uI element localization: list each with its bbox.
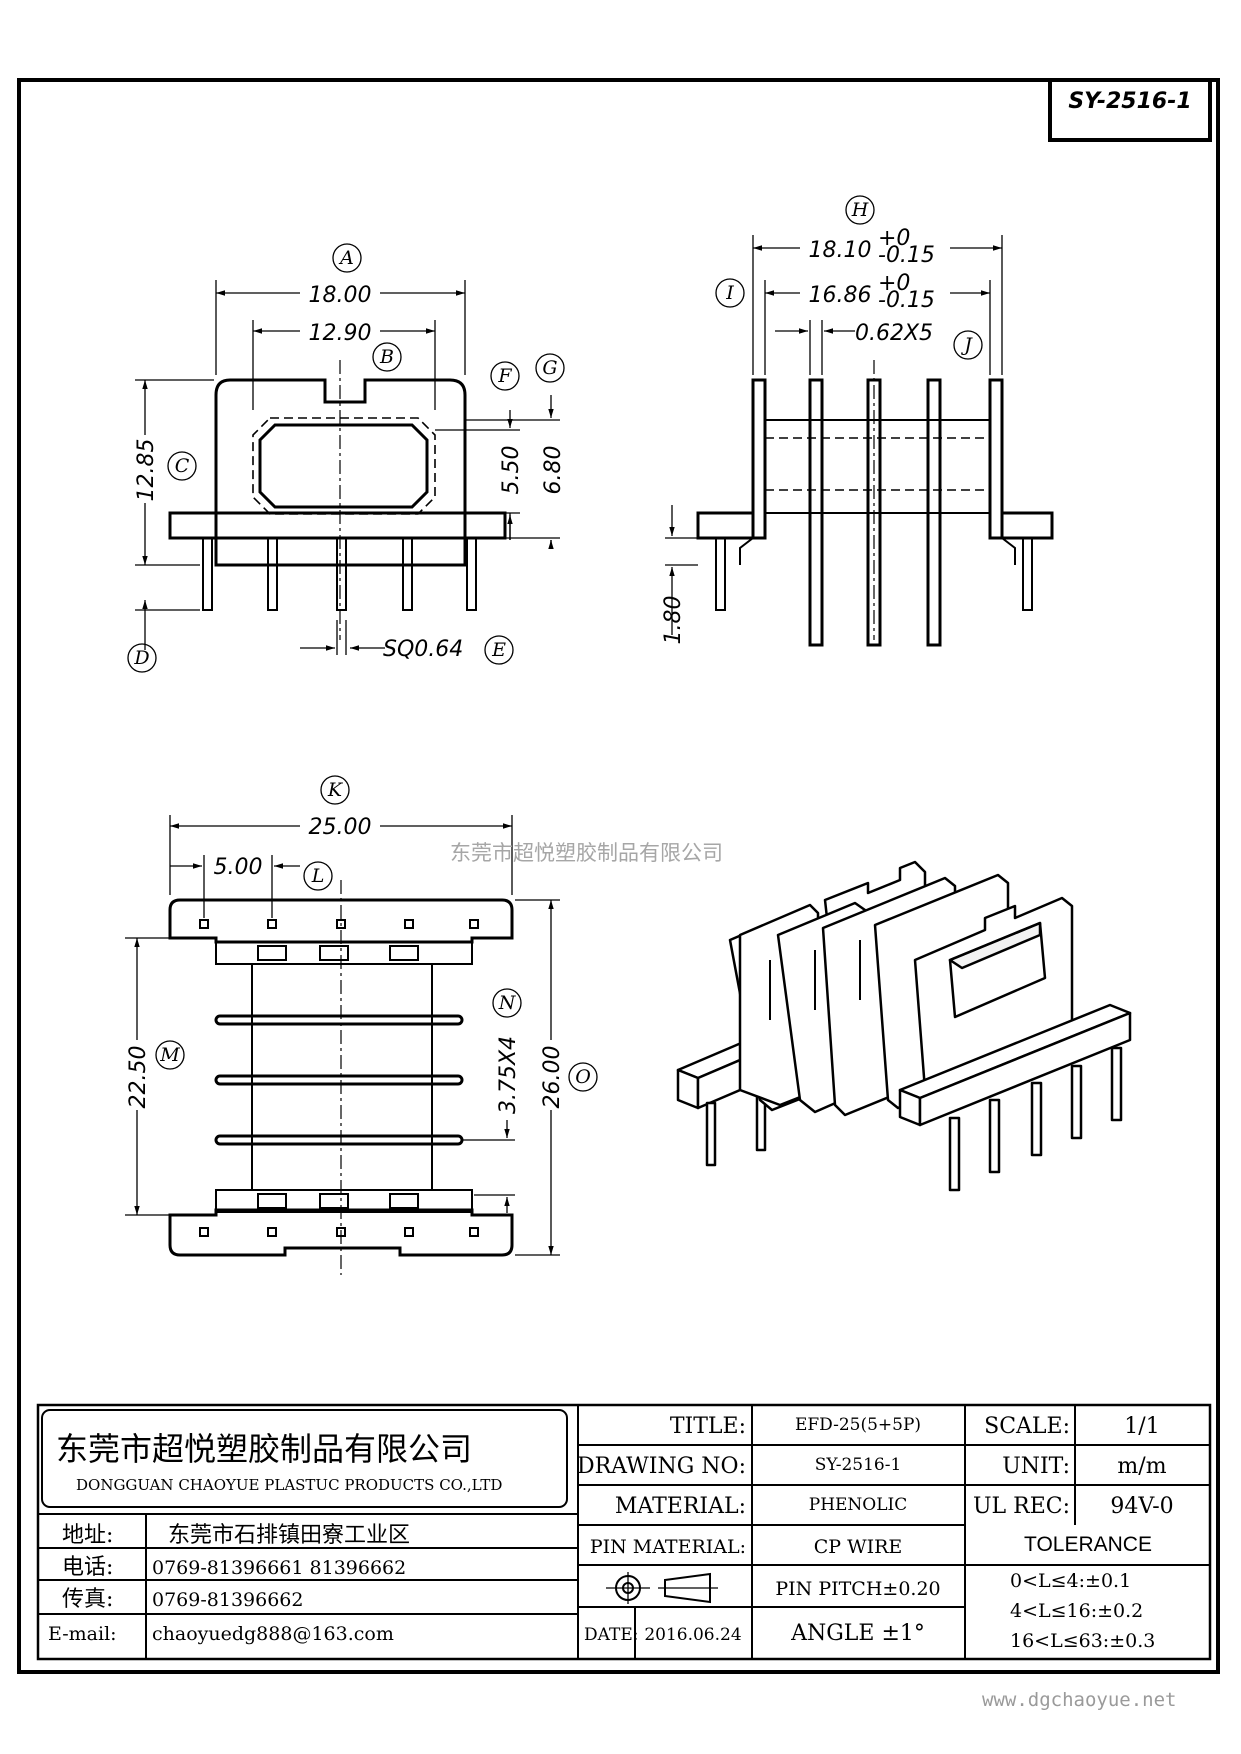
ul-label: UL REC: bbox=[973, 1494, 1070, 1519]
tolerance-row-3: 16<L≤63:±0.3 bbox=[1010, 1630, 1155, 1652]
unit-label: UNIT: bbox=[1002, 1454, 1070, 1479]
email-label: E-mail: bbox=[48, 1623, 117, 1645]
angle: ANGLE ±1° bbox=[790, 1621, 925, 1646]
svg-text:G: G bbox=[542, 357, 557, 379]
balloon-E: E bbox=[484, 635, 514, 665]
svg-text:M: M bbox=[159, 1044, 180, 1066]
svg-text:E: E bbox=[491, 639, 506, 661]
balloon-N: N bbox=[492, 988, 522, 1018]
title-value: EFD-25(5+5P) bbox=[795, 1415, 921, 1435]
pin-material-label: PIN MATERIAL: bbox=[590, 1536, 746, 1558]
unit-value: m/m bbox=[1117, 1454, 1166, 1479]
address-label: 地址: bbox=[62, 1523, 113, 1548]
material-label: MATERIAL: bbox=[615, 1494, 746, 1519]
balloon-F: F bbox=[490, 361, 520, 391]
dim-H-value: 18.10 bbox=[809, 238, 872, 263]
balloon-G: G bbox=[535, 353, 565, 383]
drawing-no-label: DRAWING NO: bbox=[577, 1454, 746, 1479]
svg-text:F: F bbox=[497, 365, 512, 387]
dim-J-value: 0.62X5 bbox=[855, 321, 933, 346]
sheet-border bbox=[17, 78, 1220, 1674]
svg-text:J: J bbox=[960, 334, 973, 356]
side-view: 18.10 +0 -0.15 H 16.86 +0 -0.15 I 0.62X5… bbox=[661, 195, 1054, 647]
dim-I-tol-lower: -0.15 bbox=[878, 288, 935, 313]
balloon-J: J bbox=[953, 330, 983, 360]
phone-label: 电话: bbox=[62, 1555, 113, 1580]
dim-I-value: 16.86 bbox=[809, 283, 872, 308]
svg-text:O: O bbox=[575, 1066, 591, 1088]
dim-A-value: 18.00 bbox=[309, 283, 372, 308]
date-value: 2016.06.24 bbox=[644, 1625, 741, 1645]
svg-text:D: D bbox=[133, 647, 149, 669]
drawing-id-box: SY-2516-1 bbox=[1048, 78, 1212, 142]
email-value: chaoyuedg888@163.com bbox=[152, 1623, 394, 1645]
drawing-id: SY-2516-1 bbox=[1068, 89, 1191, 114]
dim-K-value: 25.00 bbox=[309, 815, 372, 840]
balloon-M: M bbox=[155, 1040, 185, 1070]
phone-value: 0769-81396661 81396662 bbox=[152, 1557, 406, 1579]
balloon-L: L bbox=[303, 861, 333, 891]
svg-text:C: C bbox=[175, 455, 190, 477]
bottom-view: 25.00 K 5.00 L 22.50 M 3.75X4 bbox=[123, 775, 598, 1275]
svg-text:K: K bbox=[327, 779, 344, 801]
title-block: 东莞市超悦塑胶制品有限公司 DONGGUAN CHAOYUE PLASTUC P… bbox=[36, 1403, 1212, 1661]
material-value: PHENOLIC bbox=[809, 1495, 908, 1515]
third-angle-projection-icon bbox=[606, 1572, 718, 1604]
dim-L-value: 5.00 bbox=[214, 855, 263, 880]
pin-pitch: PIN PITCH±0.20 bbox=[775, 1578, 940, 1600]
balloon-K: K bbox=[320, 775, 350, 805]
svg-text:H: H bbox=[851, 199, 869, 221]
tolerance-row-2: 4<L≤16:±0.2 bbox=[1010, 1600, 1143, 1622]
balloon-I: I bbox=[715, 278, 745, 308]
balloon-O: O bbox=[568, 1062, 598, 1092]
dim-D-value: 1.80 bbox=[661, 596, 686, 645]
tolerance-label: TOLERANCE bbox=[1024, 1533, 1152, 1556]
svg-text:I: I bbox=[725, 282, 734, 304]
dim-N-value: 3.75X4 bbox=[496, 1036, 521, 1114]
dim-M-value: 22.50 bbox=[126, 1046, 151, 1109]
website-url: www.dgchaoyue.net bbox=[982, 1689, 1176, 1711]
dim-G-value: 6.80 bbox=[541, 446, 566, 495]
fax-label: 传真: bbox=[62, 1587, 113, 1612]
dim-C-value: 12.85 bbox=[134, 439, 159, 502]
balloon-C: C bbox=[167, 451, 197, 481]
tolerance-row-1: 0<L≤4:±0.1 bbox=[1010, 1570, 1131, 1592]
scale-label: SCALE: bbox=[984, 1414, 1070, 1439]
dim-F-value: 5.50 bbox=[499, 446, 524, 495]
company-name-cn: 东莞市超悦塑胶制品有限公司 bbox=[56, 1430, 472, 1468]
watermark: 东莞市超悦塑胶制品有限公司 bbox=[450, 841, 723, 865]
balloon-B: B bbox=[372, 342, 402, 372]
dim-O-value: 26.00 bbox=[540, 1046, 565, 1109]
dim-H-tol-upper: +0 bbox=[878, 226, 910, 251]
dim-H-tol-lower: -0.15 bbox=[878, 243, 935, 268]
pin-material-value: CP WIRE bbox=[814, 1536, 903, 1558]
front-view: 18.00 A 12.90 B 12.85 C D bbox=[127, 243, 566, 673]
balloon-D: D bbox=[127, 643, 157, 673]
dim-E-value: SQ0.64 bbox=[383, 637, 463, 662]
dim-I-tol-upper: +0 bbox=[878, 271, 910, 296]
date-label: DATE: bbox=[584, 1625, 638, 1645]
drawing-no-value: SY-2516-1 bbox=[815, 1455, 902, 1475]
svg-text:B: B bbox=[379, 346, 394, 368]
isometric-view bbox=[676, 860, 1132, 1192]
address-value: 东莞市石排镇田寮工业区 bbox=[168, 1523, 410, 1548]
balloon-A: A bbox=[332, 243, 362, 273]
scale-value: 1/1 bbox=[1124, 1414, 1159, 1439]
fax-value: 0769-81396662 bbox=[152, 1589, 303, 1611]
svg-text:L: L bbox=[311, 865, 325, 887]
ul-value: 94V-0 bbox=[1110, 1494, 1173, 1519]
company-name-en: DONGGUAN CHAOYUE PLASTUC PRODUCTS CO.,LT… bbox=[76, 1476, 502, 1494]
balloon-H: H bbox=[845, 195, 875, 225]
svg-text:A: A bbox=[338, 247, 354, 269]
dim-B-value: 12.90 bbox=[309, 321, 372, 346]
svg-text:N: N bbox=[498, 992, 517, 1014]
title-label: TITLE: bbox=[670, 1414, 746, 1439]
